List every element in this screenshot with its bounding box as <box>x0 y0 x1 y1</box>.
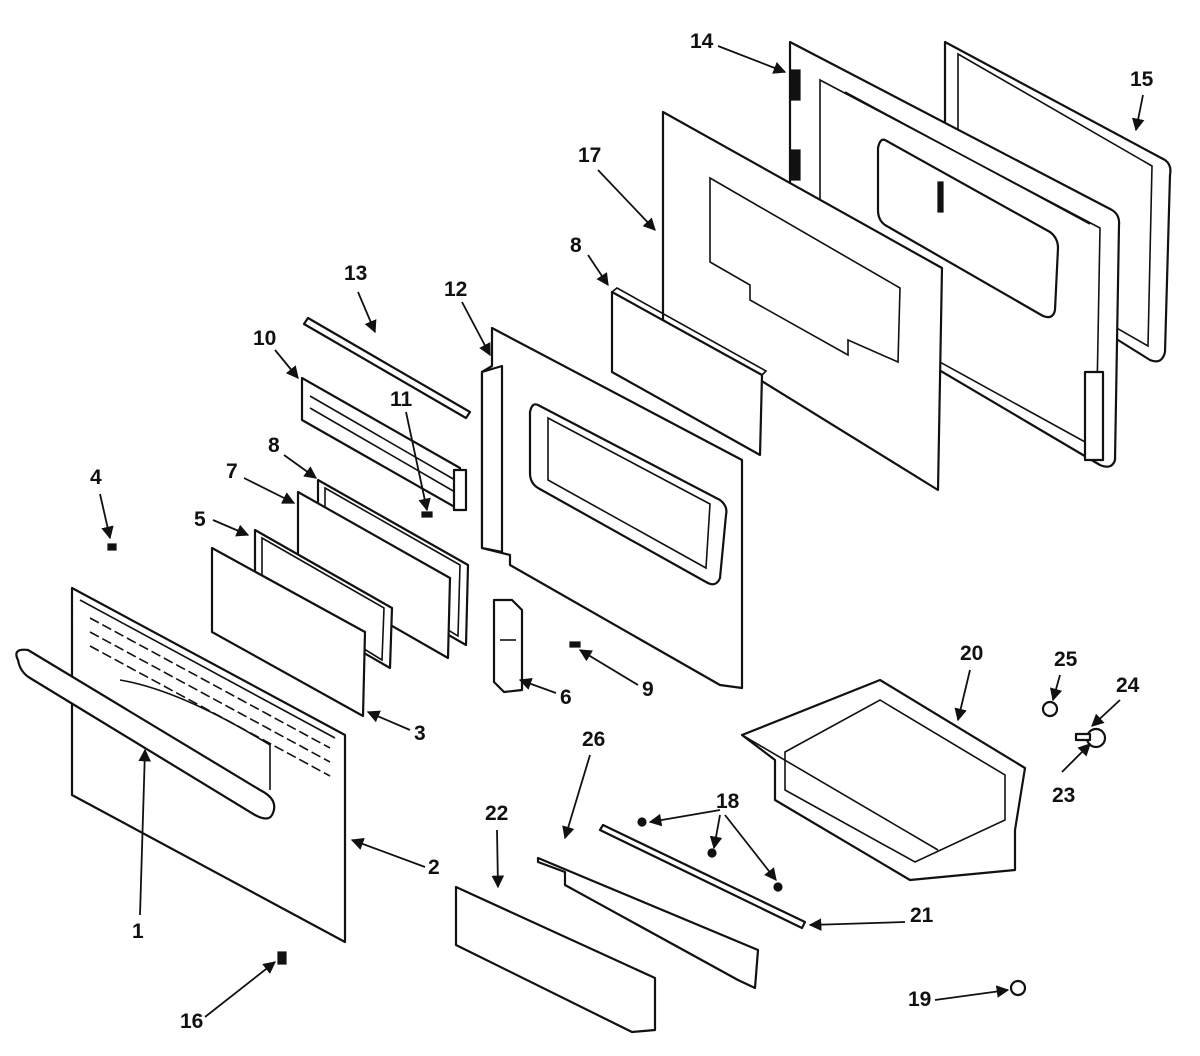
callout-8-upper: 8 <box>570 234 582 257</box>
callout-25: 25 <box>1054 648 1078 671</box>
callout-21: 21 <box>910 904 934 927</box>
part-3-outer-glass <box>210 546 367 718</box>
callout-18: 18 <box>716 790 740 813</box>
part-16-screw <box>277 951 287 965</box>
callout-9: 9 <box>642 678 654 701</box>
callout-15: 15 <box>1130 68 1154 91</box>
callout-2: 2 <box>428 856 440 879</box>
callout-labels: 1 2 3 4 5 6 7 8 8 9 10 11 12 13 14 15 16… <box>90 30 1154 1033</box>
part-6-hinge-bracket <box>492 598 524 694</box>
callout-16: 16 <box>180 1010 203 1033</box>
part-14-door-liner <box>788 40 1121 468</box>
callout-11: 11 <box>390 388 413 411</box>
callout-8-middle: 8 <box>268 434 280 457</box>
callout-20: 20 <box>960 642 983 665</box>
callout-17: 17 <box>578 144 601 167</box>
part-24-bolt <box>1074 727 1107 749</box>
part-4-screw <box>107 543 117 551</box>
part-13-top-trim <box>302 316 472 420</box>
callout-14: 14 <box>690 30 714 53</box>
part-19-nut <box>1009 979 1027 997</box>
part-20-drawer <box>740 678 1027 882</box>
part-12-inner-frame <box>480 326 744 690</box>
part-26-kick-bracket <box>536 856 760 990</box>
part-25-nut <box>1041 700 1059 718</box>
part-17-insulation-panel <box>661 110 944 492</box>
part-9-screw <box>569 641 581 648</box>
callout-26: 26 <box>582 728 605 751</box>
callout-13: 13 <box>344 262 367 285</box>
part-1-door-handle <box>15 648 276 820</box>
part-22-kick-panel <box>454 885 657 1034</box>
callout-5: 5 <box>194 508 206 531</box>
leader-lines <box>99 45 1145 1018</box>
callout-24: 24 <box>1116 674 1140 697</box>
part-8-upper-glass <box>610 287 768 457</box>
callout-10: 10 <box>253 327 276 350</box>
callout-23: 23 <box>1052 784 1075 807</box>
callout-7: 7 <box>226 460 238 483</box>
callout-19: 19 <box>908 988 931 1011</box>
callout-12: 12 <box>444 278 467 301</box>
callout-4: 4 <box>90 466 102 489</box>
part-21-slide-rail <box>598 823 807 930</box>
part-7-glass-panel <box>296 490 452 660</box>
callout-6: 6 <box>560 686 572 709</box>
callout-22: 22 <box>485 802 508 825</box>
callout-1: 1 <box>132 920 144 943</box>
callout-3: 3 <box>414 722 426 745</box>
part-11-screw <box>421 511 433 518</box>
